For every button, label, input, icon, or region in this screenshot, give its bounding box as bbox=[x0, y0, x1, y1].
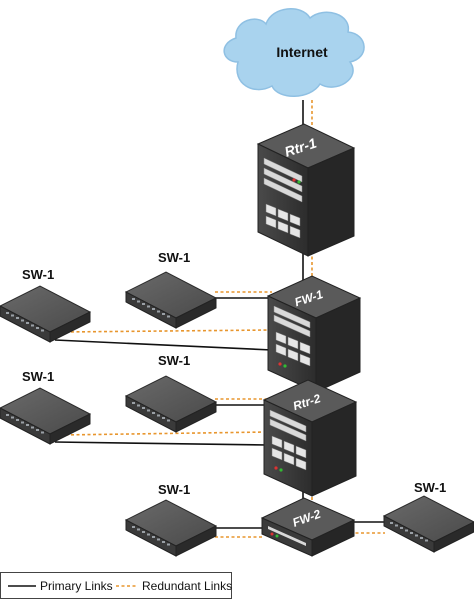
rlink-sw1-fw1 bbox=[59, 329, 273, 333]
firewall-icon: FW-1 bbox=[267, 275, 361, 393]
legend-redundant-label: Redundant Links bbox=[142, 579, 232, 593]
link-sw3-rtr2 bbox=[54, 441, 269, 446]
switch-label: SW-1 bbox=[22, 267, 54, 282]
link-sw1-fw1 bbox=[54, 339, 273, 351]
switch-icon bbox=[0, 285, 91, 343]
switch-label: SW-1 bbox=[414, 480, 446, 495]
switch-icon bbox=[125, 499, 217, 557]
switch-label: SW-1 bbox=[158, 482, 190, 497]
switch-icon bbox=[0, 387, 91, 445]
router-icon: Rtr-1 bbox=[256, 123, 356, 257]
switch-icon bbox=[383, 495, 474, 553]
switch-icon bbox=[125, 271, 217, 329]
legend-primary-label: Primary Links bbox=[40, 579, 113, 593]
legend-box bbox=[0, 572, 232, 599]
switch-label: SW-1 bbox=[158, 250, 190, 265]
legend: Primary Links Redundant Links bbox=[0, 572, 232, 599]
cloud-icon: Internet bbox=[223, 8, 365, 97]
switch-label: SW-1 bbox=[158, 353, 190, 368]
router-icon: Rtr-2 bbox=[263, 379, 357, 497]
switch-icon bbox=[125, 375, 217, 433]
rlink-sw3-rtr2 bbox=[59, 431, 269, 436]
switch-label: SW-1 bbox=[22, 369, 54, 384]
cloud-label: Internet bbox=[276, 44, 328, 60]
firewall-icon: FW-2 bbox=[260, 497, 356, 557]
primary-links bbox=[54, 100, 385, 529]
